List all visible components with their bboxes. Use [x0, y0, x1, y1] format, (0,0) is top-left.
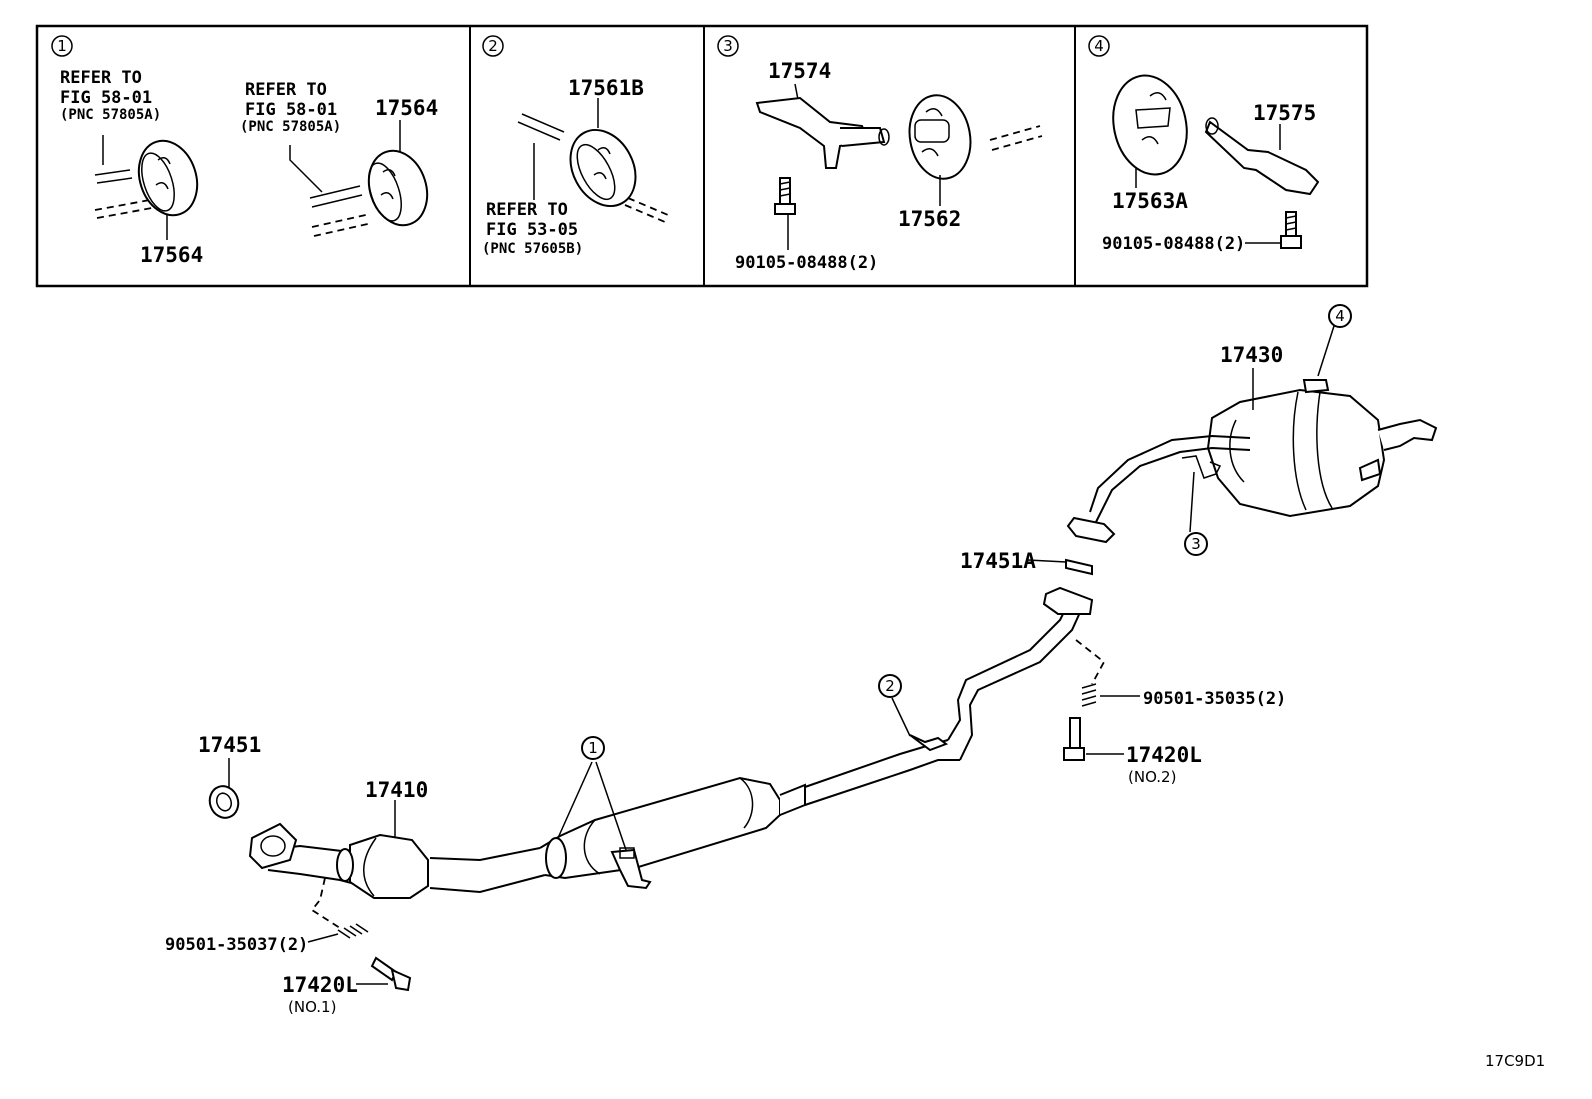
- main-assembly: 1 2 3 4 17430 17451A 90501-35035(2) 1742…: [165, 304, 1438, 1016]
- inset-2-refer-line1: REFER TO: [486, 200, 568, 220]
- bolt-rear-label: 17420L: [1126, 743, 1202, 767]
- inset-3: 3 17574 17562 90105-08488(2): [717, 35, 1043, 273]
- bolt-rear-note: (NO.2): [1128, 768, 1176, 786]
- muffler-label: 17430: [1220, 343, 1283, 367]
- inset-4-bracket-label: 17575: [1253, 101, 1316, 125]
- gasket-rear-label: 17451A: [960, 549, 1036, 573]
- bolt-rear-icon: [1063, 717, 1085, 761]
- callout-3: 3: [1184, 532, 1208, 556]
- inset-1-index: 1: [51, 35, 73, 57]
- converter-label: 17410: [365, 778, 428, 802]
- flange-icon: [248, 822, 298, 870]
- inset-1-part-bottom-label: 17564: [140, 243, 203, 267]
- spring-front-icon: [337, 923, 369, 939]
- inset-2-refer-pnc: (PNC 57605B): [482, 241, 583, 257]
- bolt-front-label: 17420L: [282, 973, 358, 997]
- bolt-icon: [774, 177, 796, 215]
- inset-1-refer-b-pnc: (PNC 57805A): [240, 119, 341, 135]
- bolt-front-icon: [370, 956, 412, 992]
- rubber-hanger-icon: [137, 139, 199, 217]
- inset-2-part-label: 17561B: [568, 76, 644, 100]
- rubber-hanger-icon: [908, 94, 972, 180]
- muffler: [1206, 379, 1438, 518]
- gasket-rear-icon: [1065, 558, 1093, 576]
- center-pipe: [539, 586, 1094, 880]
- inset-4: 4 17563A 17575 90105-08488(2): [1088, 35, 1320, 254]
- diagram-id: 17C9D1: [1485, 1052, 1545, 1070]
- inset-1-refer-b-line2: FIG 58-01: [245, 100, 337, 120]
- inset-1-refer-b-line1: REFER TO: [245, 80, 327, 100]
- inset-4-index: 4: [1088, 35, 1110, 57]
- svg-text:1: 1: [588, 739, 598, 757]
- inset-2: 2 17561B REFER TO FIG 53-05 (PNC 57605B): [482, 35, 669, 257]
- bolt-front-note: (NO.1): [288, 998, 336, 1016]
- inset-1-refer-a-pnc: (PNC 57805A): [60, 107, 161, 123]
- spring-rear-icon: [1081, 683, 1097, 707]
- rubber-hanger-icon: [367, 149, 429, 227]
- spring-front-label: 90501-35037(2): [165, 935, 308, 955]
- spring-rear-label: 90501-35035(2): [1143, 689, 1286, 709]
- svg-text:3: 3: [1191, 535, 1201, 553]
- gasket-front-label: 17451: [198, 733, 261, 757]
- bolt-icon: [1280, 211, 1302, 249]
- svg-text:3: 3: [723, 37, 733, 55]
- inset-frame: [35, 24, 1369, 288]
- inset-3-index: 3: [717, 35, 739, 57]
- inset-2-index: 2: [482, 35, 504, 57]
- rubber-hanger-icon: [569, 128, 637, 208]
- callout-1: 1: [581, 736, 605, 760]
- svg-text:1: 1: [57, 37, 67, 55]
- inset-3-bolt-label: 90105-08488(2): [735, 253, 878, 273]
- hanger-bracket-icon: [610, 734, 949, 890]
- inset-1: 1 REFER TO FIG 58-01 (PNC 57805A) REFER …: [51, 35, 438, 267]
- catalytic-converter: [336, 833, 429, 899]
- inset-4-bolt-label: 90105-08488(2): [1102, 234, 1245, 254]
- svg-text:2: 2: [488, 37, 498, 55]
- inset-3-bracket-label: 17574: [768, 59, 831, 83]
- inset-3-hanger-label: 17562: [898, 207, 961, 231]
- inset-1-refer-a-line1: REFER TO: [60, 68, 142, 88]
- svg-text:2: 2: [885, 677, 895, 695]
- rubber-hanger-icon: [1112, 74, 1188, 176]
- callout-4: 4: [1328, 304, 1352, 328]
- bracket-icon: [755, 96, 890, 169]
- inset-4-hanger-label: 17563A: [1112, 189, 1188, 213]
- svg-text:4: 4: [1335, 307, 1345, 325]
- bracket-icon: [1204, 117, 1320, 196]
- inset-1-part-top-label: 17564: [375, 96, 438, 120]
- gasket-front-icon: [208, 785, 240, 819]
- inset-1-refer-a-line2: FIG 58-01: [60, 88, 152, 108]
- svg-text:4: 4: [1094, 37, 1104, 55]
- tail-pipe: [1066, 434, 1251, 544]
- callout-2: 2: [878, 674, 902, 698]
- inset-2-refer-line2: FIG 53-05: [486, 220, 578, 240]
